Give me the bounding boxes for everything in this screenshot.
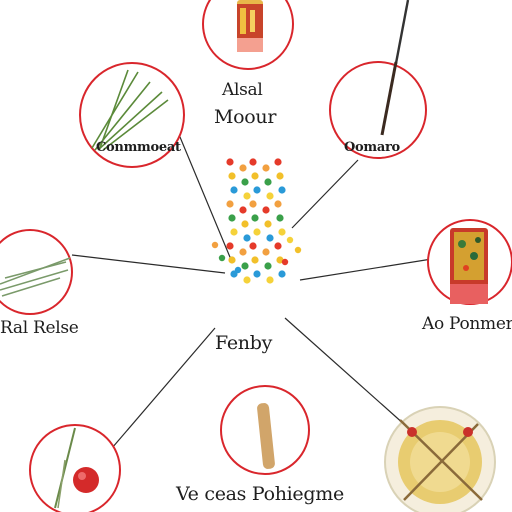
- left-node: [0, 229, 73, 315]
- connector-left: [71, 254, 226, 274]
- bead: [253, 228, 261, 236]
- stick-icon: [380, 61, 398, 136]
- central-bead-cluster: [211, 158, 302, 284]
- bead: [274, 200, 282, 208]
- bead: [266, 276, 274, 284]
- bead: [249, 200, 257, 208]
- bead: [241, 178, 249, 186]
- tea-bowl-icon: [398, 419, 483, 504]
- connector-bottom-right: [284, 317, 406, 426]
- label-top-a: Alsal: [222, 80, 263, 100]
- bead: [278, 186, 286, 194]
- bead: [262, 206, 270, 214]
- bead: [228, 256, 236, 264]
- bead: [262, 248, 270, 256]
- bead: [264, 262, 272, 270]
- bead: [274, 242, 282, 250]
- bottom-right-node: [384, 406, 496, 512]
- bead: [230, 228, 238, 236]
- bead: [218, 254, 226, 262]
- bead: [276, 256, 284, 264]
- spice-jar-icon: [450, 228, 488, 304]
- bead: [243, 276, 251, 284]
- bead: [264, 220, 272, 228]
- connector-bottom-left: [111, 327, 216, 449]
- bead: [281, 258, 289, 266]
- grass-blades-icon: [0, 257, 71, 297]
- bead: [239, 164, 247, 172]
- bead: [251, 172, 259, 180]
- grass-blades-icon: [91, 69, 169, 151]
- berry-stem-icon: [54, 427, 99, 509]
- cinnamon-stick-icon: [257, 403, 275, 469]
- bead: [278, 228, 286, 236]
- bead: [251, 256, 259, 264]
- bead: [264, 178, 272, 186]
- bead: [251, 214, 259, 222]
- bead: [243, 192, 251, 200]
- bead: [234, 266, 242, 274]
- bead: [226, 242, 234, 250]
- bead: [211, 241, 219, 249]
- bead: [274, 158, 282, 166]
- label-bottom: Ve ceas Pohiegme: [176, 483, 344, 505]
- right-node: [427, 219, 512, 305]
- bead: [230, 186, 238, 194]
- bead: [239, 248, 247, 256]
- connector-upper-right: [291, 159, 359, 229]
- bead: [226, 158, 234, 166]
- bead: [226, 200, 234, 208]
- bottom-center-node: [220, 385, 310, 475]
- bead: [241, 262, 249, 270]
- label-upper-left: Conmmoeat: [96, 140, 181, 155]
- bead: [276, 172, 284, 180]
- bead: [262, 164, 270, 172]
- bead: [243, 234, 251, 242]
- connector-upper-left: [174, 124, 233, 263]
- label-top-b: Moour: [214, 106, 277, 128]
- bead: [278, 270, 286, 278]
- bead: [266, 234, 274, 242]
- bead: [266, 192, 274, 200]
- bead: [228, 172, 236, 180]
- connector-right: [299, 257, 439, 281]
- bead: [241, 220, 249, 228]
- bead: [253, 186, 261, 194]
- bead: [228, 214, 236, 222]
- bead: [294, 246, 302, 254]
- top-node: [202, 0, 294, 70]
- spice-jar-icon: [237, 0, 263, 52]
- bead: [253, 270, 261, 278]
- bead: [286, 236, 294, 244]
- bead: [249, 242, 257, 250]
- upper-left-node: [79, 62, 185, 168]
- label-right: Ao Ponmer: [422, 314, 512, 334]
- label-center: Fenby: [215, 332, 273, 354]
- bead: [249, 158, 257, 166]
- label-upper-right: Oomaro: [344, 140, 400, 155]
- upper-right-node: [329, 61, 427, 159]
- bead: [276, 214, 284, 222]
- bottom-left-node: [29, 424, 121, 512]
- label-left: Ral Relse: [0, 318, 79, 338]
- bead: [239, 206, 247, 214]
